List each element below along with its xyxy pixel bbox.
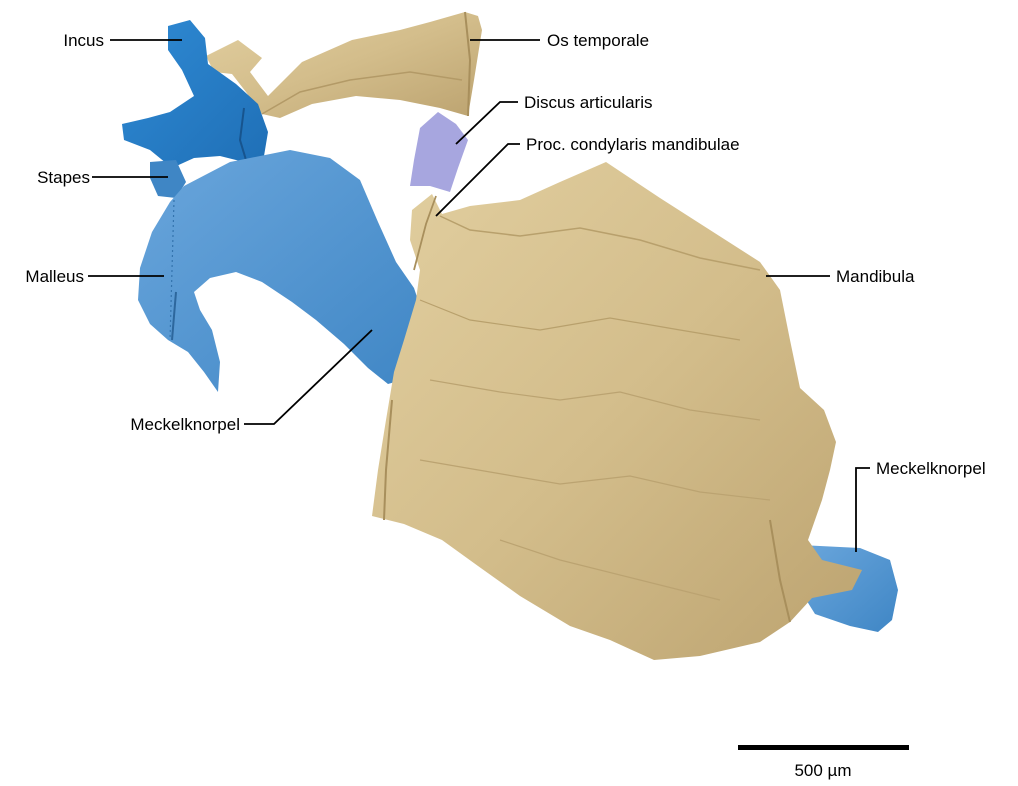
label-meckelknorpel-left: Meckelknorpel <box>130 415 240 434</box>
discus-articularis-shape <box>410 112 468 192</box>
scale-bar: 500 µm <box>738 745 909 780</box>
scale-bar-label: 500 µm <box>794 761 851 780</box>
label-proc-condylaris: Proc. condylaris mandibulae <box>526 135 740 154</box>
mandibula-shape <box>372 162 862 660</box>
label-incus: Incus <box>63 31 104 50</box>
label-os-temporale: Os temporale <box>547 31 649 50</box>
scale-bar-line <box>738 745 909 750</box>
label-mandibula: Mandibula <box>836 267 915 286</box>
label-discus-articularis: Discus articularis <box>524 93 652 112</box>
label-meckelknorpel-right: Meckelknorpel <box>876 459 986 478</box>
incus-shape <box>122 20 268 168</box>
label-malleus: Malleus <box>25 267 84 286</box>
leader-meckel-right <box>856 468 870 552</box>
label-stapes: Stapes <box>37 168 90 187</box>
